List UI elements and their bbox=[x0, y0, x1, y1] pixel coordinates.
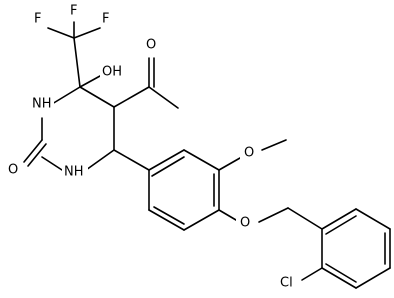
bond bbox=[73, 37, 81, 88]
bond bbox=[183, 149, 220, 171]
bond bbox=[261, 139, 287, 151]
atom-oxygen-ring-carbonyl: O bbox=[8, 163, 18, 178]
bond bbox=[51, 86, 81, 105]
bond bbox=[287, 207, 323, 230]
bond bbox=[325, 215, 357, 235]
atom-fluorine-right: F bbox=[102, 12, 109, 27]
bond bbox=[41, 156, 63, 171]
bond bbox=[355, 208, 391, 230]
atom-amine-upper: NH bbox=[32, 97, 52, 112]
bond bbox=[151, 156, 185, 177]
atom-amine-lower: NH bbox=[64, 165, 84, 180]
atom-labels: F F F OH NH NH O O O O Cl bbox=[4, 4, 300, 291]
bond bbox=[85, 149, 115, 171]
bond bbox=[258, 207, 289, 223]
bond bbox=[153, 206, 185, 225]
bond bbox=[218, 157, 241, 171]
bond bbox=[148, 209, 185, 231]
atom-oxygen-acetyl: O bbox=[146, 38, 156, 53]
bond bbox=[23, 139, 43, 163]
atom-fluorine-left: F bbox=[34, 12, 41, 27]
atom-fluorine-mid: F bbox=[70, 4, 77, 19]
atom-hydroxyl: OH bbox=[102, 65, 122, 80]
bond bbox=[79, 75, 101, 88]
bond-set bbox=[23, 21, 391, 289]
bond bbox=[27, 143, 47, 167]
bond bbox=[47, 27, 75, 39]
bond bbox=[355, 267, 391, 289]
bond bbox=[73, 27, 101, 39]
bond bbox=[113, 149, 150, 171]
atom-oxygen-methoxy: O bbox=[244, 146, 254, 161]
bond bbox=[148, 149, 185, 171]
bond bbox=[325, 263, 357, 283]
atom-oxygen-ether: O bbox=[240, 216, 250, 231]
bond bbox=[113, 86, 150, 108]
bond bbox=[183, 209, 220, 231]
bond bbox=[148, 86, 179, 109]
atom-chlorine: Cl bbox=[280, 276, 293, 291]
bond bbox=[218, 209, 237, 221]
bond bbox=[321, 208, 357, 230]
bond bbox=[301, 267, 323, 281]
bond bbox=[79, 86, 115, 108]
bond bbox=[321, 267, 357, 289]
